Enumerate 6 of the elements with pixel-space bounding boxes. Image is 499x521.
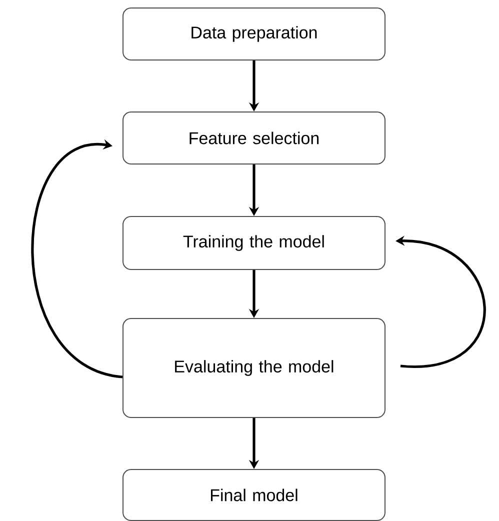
process-box: Evaluating the model [122,318,386,418]
process-box: Final model [122,469,386,521]
process-box: Feature selection [122,112,386,164]
process-box: Training the model [122,216,386,270]
arrow [31,139,123,378]
process-box: Data preparation [122,8,386,60]
